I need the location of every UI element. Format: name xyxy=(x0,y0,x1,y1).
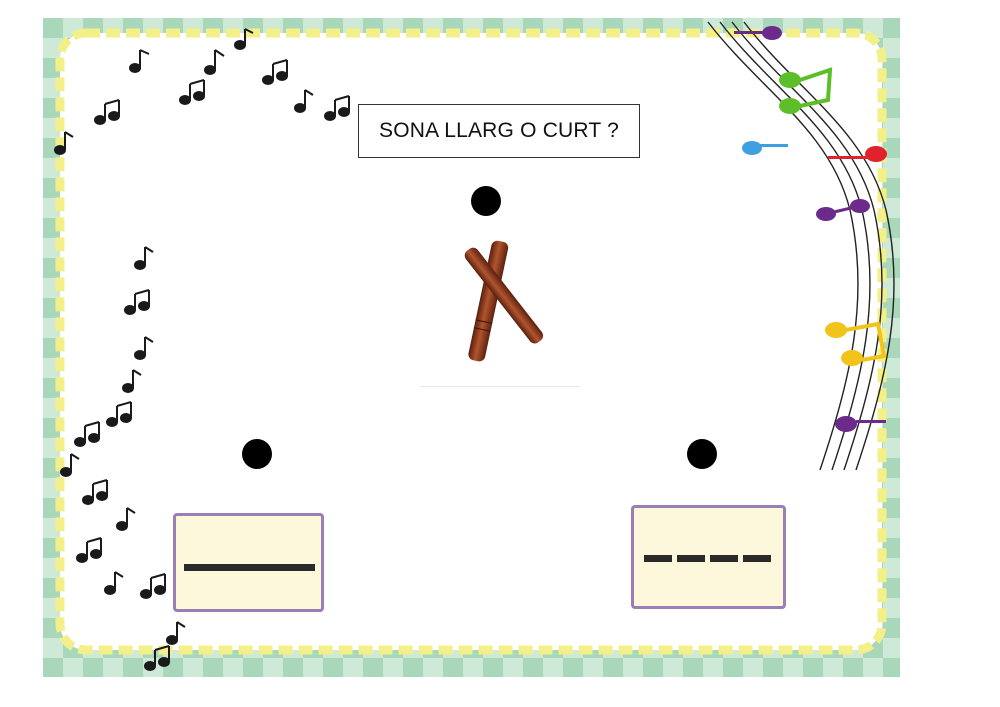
music-notes-trail xyxy=(54,28,350,671)
dashed-line-icon xyxy=(677,555,705,562)
dashed-line-icon xyxy=(743,555,771,562)
instrument-divider xyxy=(420,386,580,387)
dashed-line-icon xyxy=(644,555,672,562)
long-drop-target[interactable] xyxy=(242,439,272,469)
short-sound-card[interactable] xyxy=(631,505,786,609)
long-line-icon xyxy=(184,564,315,571)
long-sound-card[interactable] xyxy=(173,513,324,612)
question-title-text: SONA LLARG O CURT ? xyxy=(379,119,619,142)
short-drop-target[interactable] xyxy=(687,439,717,469)
dashed-line-icon xyxy=(710,555,738,562)
question-title: SONA LLARG O CURT ? xyxy=(358,104,640,158)
claves-icon[interactable] xyxy=(462,240,545,363)
instrument-drop-target[interactable] xyxy=(471,186,501,216)
colored-notes-icon xyxy=(734,26,887,432)
